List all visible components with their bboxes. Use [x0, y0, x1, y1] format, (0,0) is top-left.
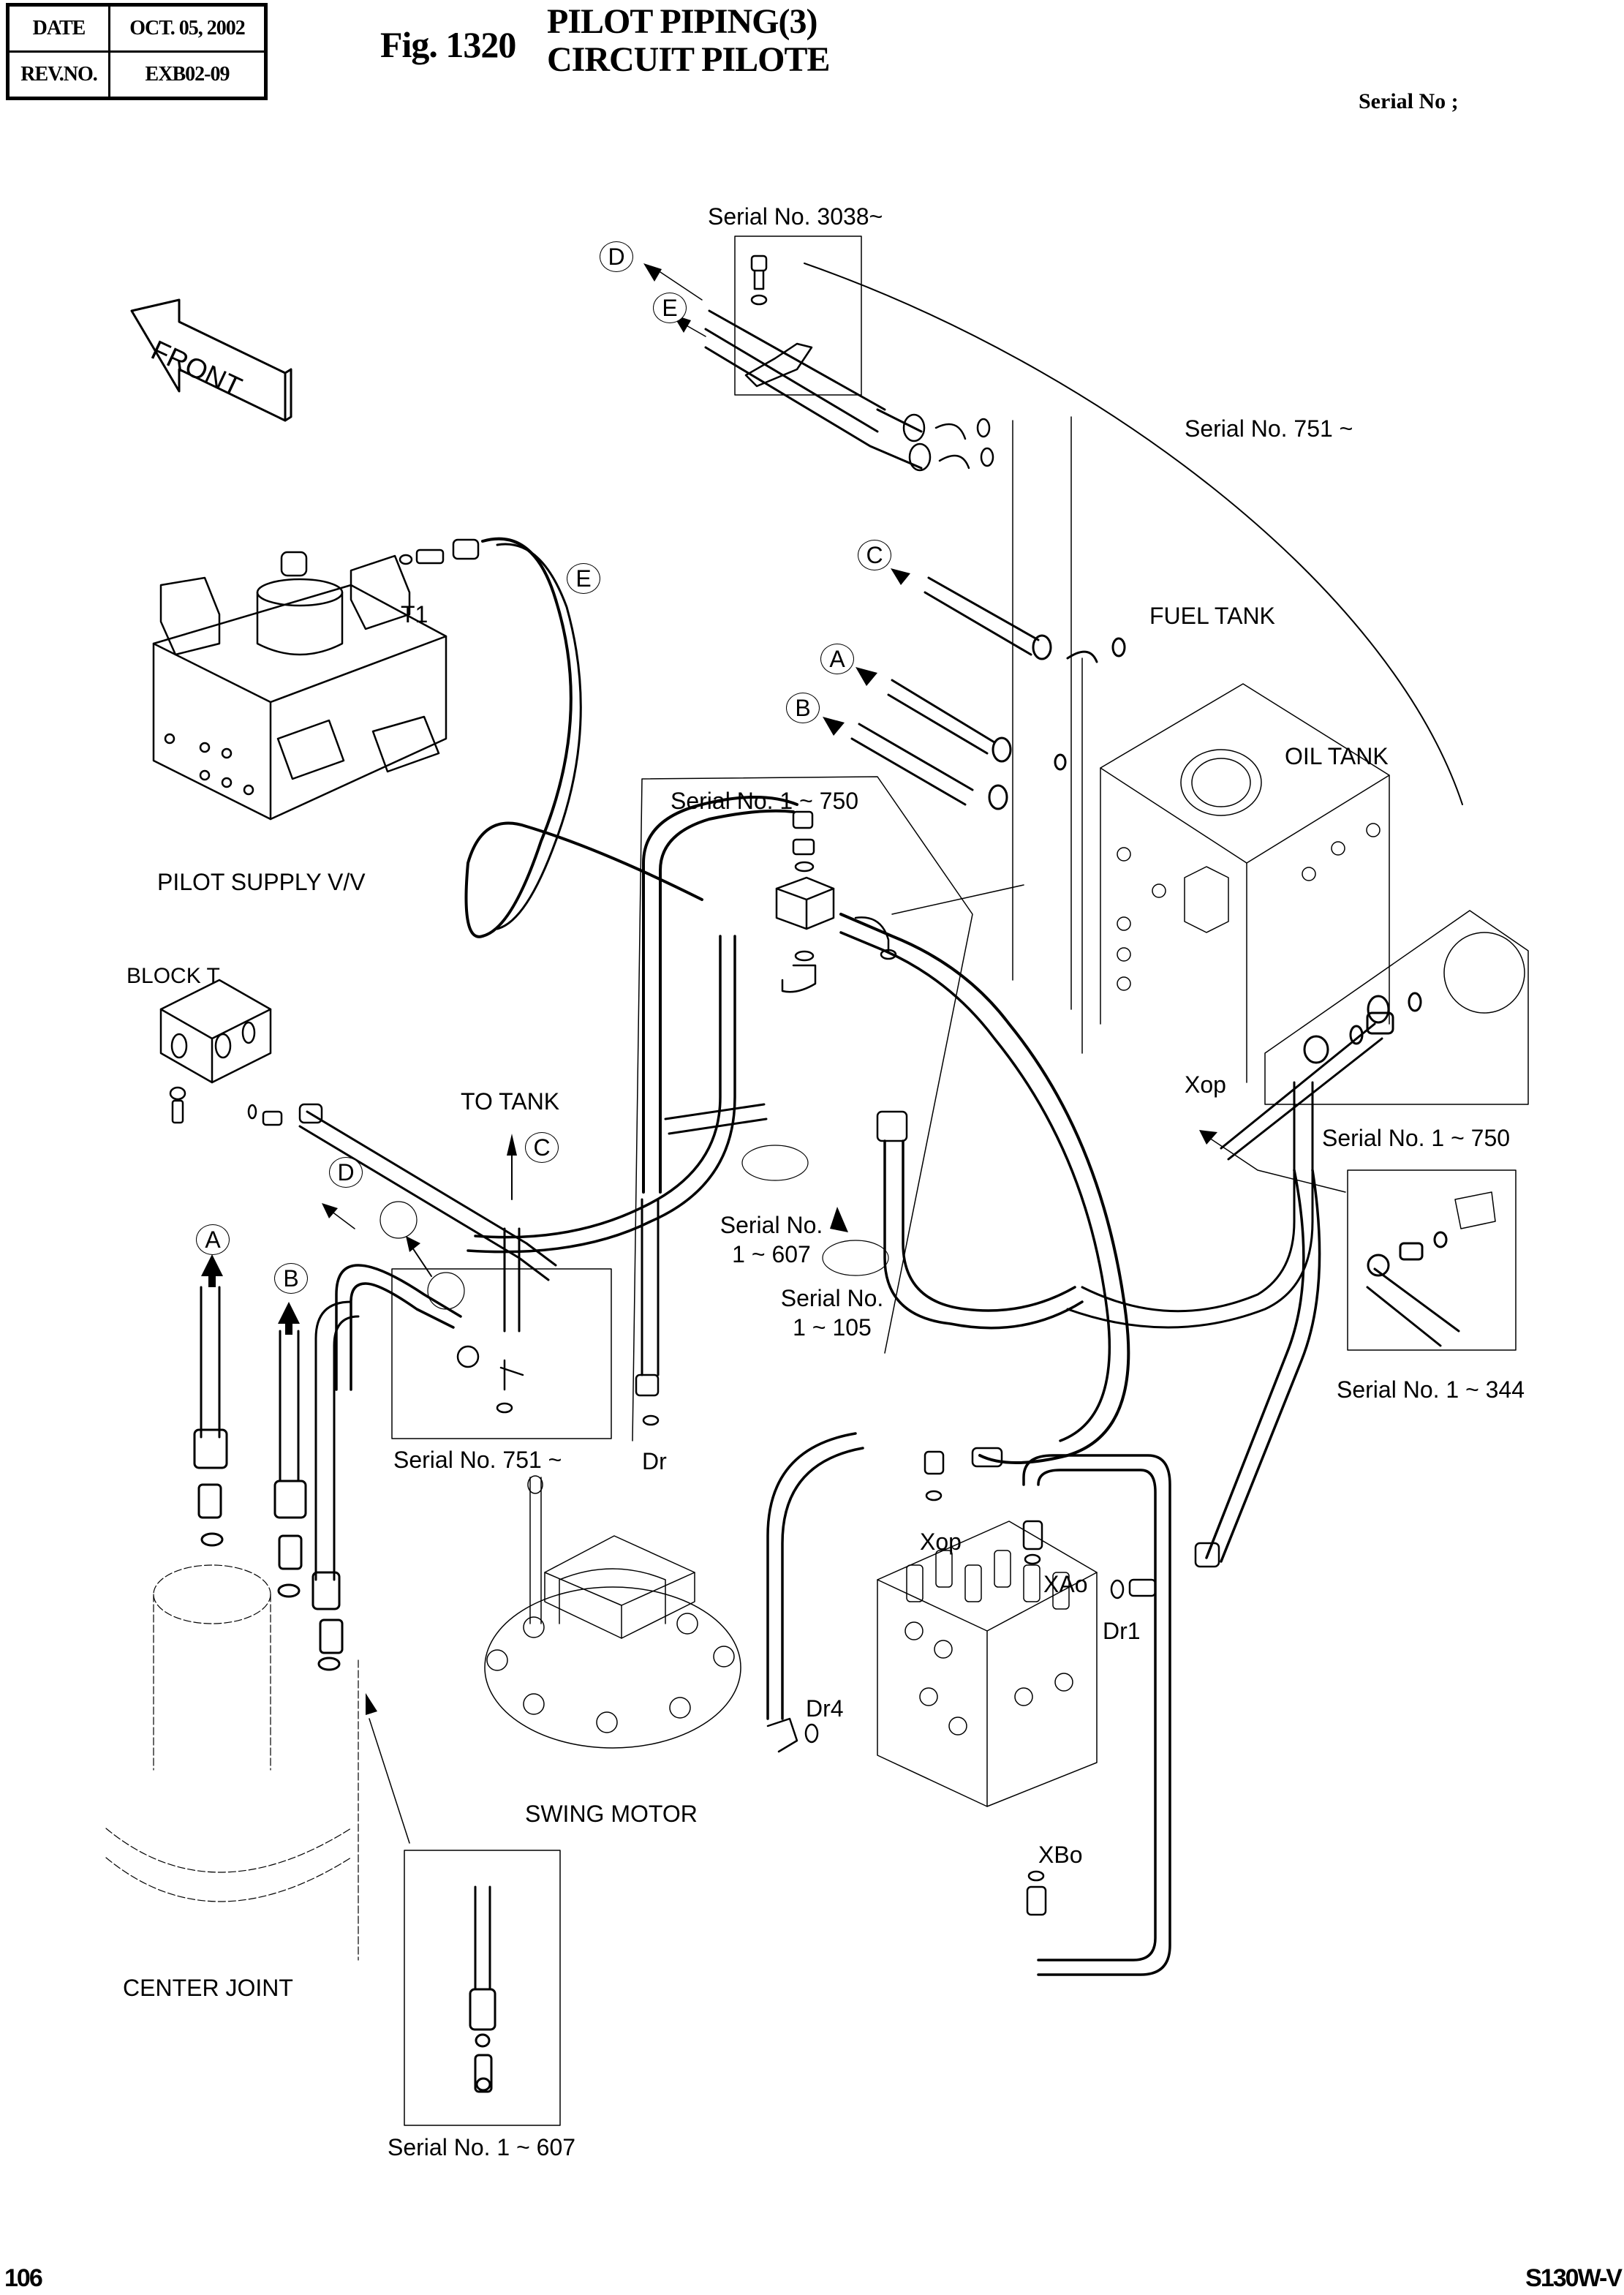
block-t-label: BLOCK T: [126, 964, 220, 988]
model-number: S130W-V: [1525, 2264, 1623, 2292]
figure-number: Fig. 1320: [380, 24, 516, 65]
block-t: [159, 979, 283, 1126]
rev-value: EXB02-09: [108, 50, 267, 99]
inset-3038: [734, 235, 862, 396]
center-joint-hoses: [193, 1286, 360, 1671]
hoses-d-e: [704, 309, 923, 470]
dr1-port-label: Dr1: [1103, 1618, 1141, 1644]
rev-label: REV.NO.: [7, 50, 110, 99]
serial-751-top: Serial No. 751 ~: [1185, 415, 1353, 442]
callout-d-block: D: [329, 1157, 363, 1188]
center-hoses: [642, 796, 798, 1194]
callout-c-fuel: C: [858, 540, 891, 570]
fuel-tank-label: FUEL TANK: [1149, 603, 1275, 629]
page-number: 106: [4, 2264, 43, 2292]
figure-title: PILOT PIPING(3) CIRCUIT PILOTE: [547, 2, 831, 79]
title-english: PILOT PIPING(3): [547, 2, 817, 41]
tee-block: [775, 810, 897, 993]
t1-fittings: [399, 538, 480, 565]
dr4-port-label: Dr4: [806, 1695, 844, 1722]
swing-motor-label: SWING MOTOR: [525, 1801, 698, 1827]
inset-1-344: [1347, 1169, 1517, 1351]
serial-3038: Serial No. 3038~: [708, 203, 883, 230]
clamp-bolt: [744, 255, 813, 388]
fuel-tank-hoses: [850, 576, 1126, 810]
serial-header: Serial No ;: [1359, 89, 1459, 113]
callout-b-center: B: [274, 1263, 308, 1294]
xop-tank-label: Xop: [1185, 1071, 1226, 1098]
xop-port-label: Xop: [920, 1529, 962, 1555]
pilot-supply-valve-label: PILOT SUPPLY V/V: [157, 869, 366, 895]
serial-1-344: Serial No. 1 ~ 344: [1337, 1376, 1525, 1403]
oil-tank: [1100, 683, 1390, 1083]
xbo-port-label: XBo: [1038, 1842, 1083, 1868]
swing-motor: [484, 1475, 741, 1749]
serial-751-left: Serial No. 751 ~: [393, 1447, 562, 1473]
serial-1-105: Serial No. 1 ~ 105: [777, 1284, 887, 1342]
inset-1-607-bottom: [404, 1850, 561, 2126]
serial-1-105-line1: Serial No.: [780, 1285, 884, 1311]
serial-1-607-line2: 1 ~ 607: [732, 1241, 811, 1267]
inset-1-750-center: [632, 776, 973, 1442]
serial-1-750-center: Serial No. 1 ~ 750: [671, 788, 859, 814]
hose-e: [464, 537, 703, 938]
revision-table: DATE OCT. 05, 2002 REV.NO. EXB02-09: [6, 3, 268, 100]
center-joint: [105, 1564, 359, 1961]
callout-a-center: A: [196, 1224, 230, 1255]
serial-1-607-line1: Serial No.: [720, 1212, 823, 1238]
inset-1-750-right: [1264, 910, 1529, 1105]
xao-port-label: XAo: [1043, 1571, 1088, 1597]
to-tank-label: TO TANK: [461, 1088, 560, 1115]
serial-1-105-line2: 1 ~ 105: [793, 1314, 872, 1341]
date-label: DATE: [7, 4, 110, 53]
date-value: OCT. 05, 2002: [108, 4, 267, 53]
serial-1-607-center: Serial No. 1 ~ 607: [717, 1210, 826, 1269]
callout-b-fuel: B: [786, 693, 820, 723]
front-arrow-icon: [130, 298, 292, 422]
title-french: CIRCUIT PILOTE: [547, 40, 831, 79]
region-arc: [804, 263, 1463, 805]
callout-e-top: E: [653, 293, 687, 323]
callout-c-tank: C: [525, 1132, 559, 1163]
dr-port-label: Dr: [642, 1448, 667, 1474]
serial-1-750-right: Serial No. 1 ~ 750: [1322, 1125, 1511, 1151]
serial-1-607-bottom: Serial No. 1 ~ 607: [388, 2134, 576, 2160]
control-valve: [877, 1520, 1098, 1807]
oil-tank-label: OIL TANK: [1285, 743, 1389, 769]
callout-e-supply: E: [567, 563, 600, 594]
callout-d-top: D: [600, 241, 633, 272]
center-joint-label: CENTER JOINT: [123, 1975, 293, 2001]
inset-751-left: [391, 1268, 612, 1439]
pilot-supply-valve: [152, 551, 447, 821]
callout-a-fuel: A: [820, 644, 854, 674]
t1-port-label: T1: [401, 601, 428, 628]
